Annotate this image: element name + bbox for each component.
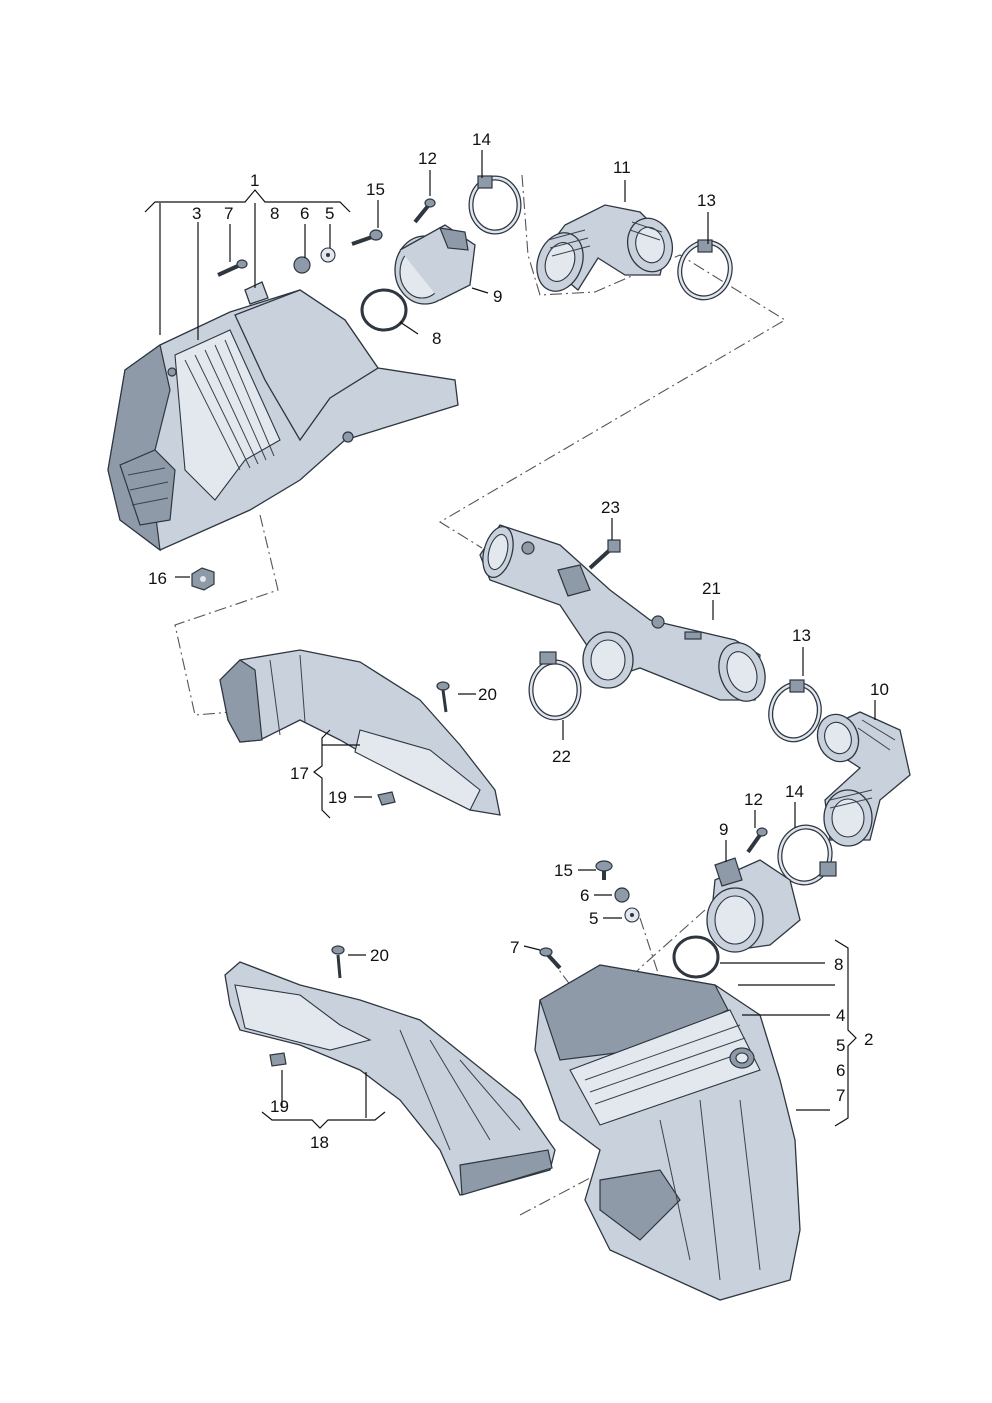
washer-5-upper <box>320 247 336 263</box>
hose-clamp-14-upper <box>468 175 522 235</box>
hose-clamp-13-lower <box>768 679 822 743</box>
bolt-12-lower <box>746 827 768 854</box>
callout-3: 3 <box>192 204 201 223</box>
callout-5: 5 <box>325 204 334 223</box>
callout-13: 13 <box>792 626 811 645</box>
callout-5: 5 <box>589 909 598 928</box>
callout-8: 8 <box>834 955 843 974</box>
callout-19: 19 <box>328 788 347 807</box>
callout-16: 16 <box>148 569 167 588</box>
callout-6: 6 <box>580 886 589 905</box>
callout-20: 20 <box>370 946 389 965</box>
callout-9: 9 <box>493 287 502 306</box>
clip-19-upper <box>377 791 396 806</box>
air-mass-meter-lower <box>706 857 801 953</box>
callout-21: 21 <box>702 579 721 598</box>
bolt-15-upper <box>351 229 383 246</box>
callout-22: 22 <box>552 747 571 766</box>
callout-14: 14 <box>785 782 804 801</box>
air-guide-17 <box>219 649 501 816</box>
callout-2: 2 <box>864 1030 873 1049</box>
callout-8: 8 <box>432 329 441 348</box>
bolt-15-lower <box>595 860 613 880</box>
air-guide-18 <box>224 961 556 1196</box>
elbow-hose-10 <box>816 711 911 847</box>
intake-y-pipe-21 <box>479 524 766 702</box>
callout-14: 14 <box>472 130 491 149</box>
callout-10: 10 <box>870 680 889 699</box>
leader-lines <box>144 150 876 1129</box>
callout-18: 18 <box>310 1133 329 1152</box>
callout-20: 20 <box>478 685 497 704</box>
callout-8: 8 <box>270 204 279 223</box>
bolt-7-upper <box>217 259 248 277</box>
clip-19-lower <box>269 1052 287 1067</box>
callout-12: 12 <box>744 790 763 809</box>
bolt-20-lower <box>331 945 345 979</box>
callout-15: 15 <box>554 861 573 880</box>
callout-7: 7 <box>510 938 519 957</box>
callout-11: 11 <box>613 158 631 177</box>
callout-23: 23 <box>601 498 620 517</box>
callout-6: 6 <box>300 204 309 223</box>
air-mass-meter-upper <box>394 224 476 305</box>
hose-clamp-14-lower <box>777 824 837 886</box>
air-filter-housing-lower <box>534 964 801 1301</box>
nut-6-lower <box>614 887 630 903</box>
callout-5: 5 <box>836 1036 845 1055</box>
callout-labels: 1 3 7 8 6 5 15 12 14 11 13 9 8 16 23 21 … <box>148 130 889 1152</box>
hose-clamp-22 <box>528 651 582 721</box>
callout-1: 1 <box>250 171 259 190</box>
callout-7: 7 <box>836 1086 845 1105</box>
callout-4: 4 <box>836 1006 845 1025</box>
callout-9: 9 <box>719 820 728 839</box>
washer-5-lower <box>624 907 640 923</box>
bolt-20-upper <box>436 681 450 713</box>
hose-clamp-13-upper <box>677 239 733 301</box>
bolt-12-upper <box>413 198 436 224</box>
elbow-hose-11 <box>536 204 674 292</box>
bolt-23 <box>588 539 621 570</box>
callout-12: 12 <box>418 149 437 168</box>
callout-15: 15 <box>366 180 385 199</box>
nut-6-upper <box>293 256 311 274</box>
callout-17: 17 <box>290 764 309 783</box>
air-filter-housing-upper <box>107 281 459 552</box>
bolt-7-lower <box>539 947 562 970</box>
seal-ring-8-upper <box>360 288 408 332</box>
callout-6: 6 <box>836 1061 845 1080</box>
nut-16 <box>191 567 215 591</box>
callout-19: 19 <box>270 1097 289 1116</box>
seal-ring-8-lower <box>672 935 720 979</box>
callout-7: 7 <box>224 204 233 223</box>
callout-13: 13 <box>697 191 716 210</box>
